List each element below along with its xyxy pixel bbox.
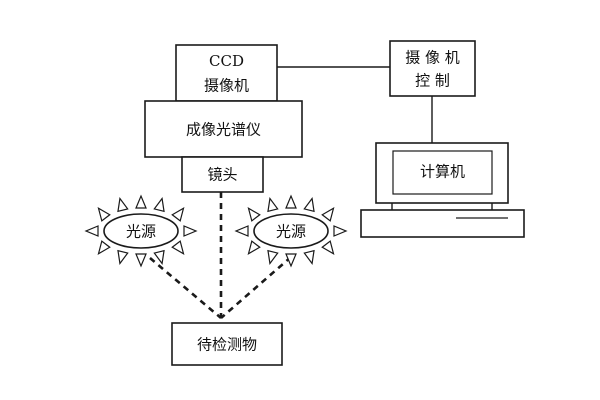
light-ray-icon (153, 196, 165, 213)
light-ray-icon (321, 207, 335, 222)
light-source-right-bulb (253, 213, 329, 249)
lens-box: 镜头 (181, 156, 264, 193)
light-ray-icon (321, 240, 335, 255)
ccd-camera-box: CCD 摄像机 (175, 44, 278, 102)
light-source-right-label: 光源 (276, 223, 306, 241)
light-ray-icon (333, 225, 348, 237)
light-ray-icon (97, 240, 111, 255)
computer-base (360, 209, 525, 238)
light-ray-icon (183, 225, 198, 237)
object-under-test-box: 待检测物 (171, 322, 283, 366)
light-ray-icon (117, 249, 129, 266)
light-ray-icon (84, 225, 99, 237)
light-source-left: 光源 (84, 194, 198, 268)
computer-icon: 计算机 (360, 142, 525, 238)
light-ray-icon (285, 253, 297, 268)
light-ray-icon (171, 207, 185, 222)
object-under-test-label: 待检测物 (197, 336, 257, 354)
light-ray-icon (97, 207, 111, 222)
light-ray-icon (153, 249, 165, 266)
light-ray-icon (234, 225, 249, 237)
light-source-left-bulb (103, 213, 179, 249)
lens-label: 镜头 (207, 166, 237, 184)
camera-control-box: 摄 像 机 控 制 (389, 40, 476, 97)
light-ray-icon (171, 240, 185, 255)
light-ray-icon (135, 194, 147, 209)
computer-label: 计算机 (420, 163, 465, 181)
light-ray-icon (135, 253, 147, 268)
light-ray-icon (267, 249, 279, 266)
ccd-camera-label-line2: 摄像机 (204, 77, 249, 95)
camera-control-label-line2: 控 制 (415, 72, 450, 90)
light-ray-icon (303, 249, 315, 266)
light-ray-icon (303, 196, 315, 213)
light-source-right: 光源 (234, 194, 348, 268)
imaging-spectrometer-label: 成像光谱仪 (186, 121, 261, 139)
computer-screen (392, 150, 493, 195)
right-light-to-object-path (220, 256, 292, 319)
light-ray-icon (267, 196, 279, 213)
light-source-left-label: 光源 (126, 223, 156, 241)
left-light-to-object-path (149, 257, 222, 319)
light-ray-icon (117, 196, 129, 213)
light-ray-icon (247, 240, 261, 255)
light-ray-icon (285, 194, 297, 209)
light-ray-icon (247, 207, 261, 222)
camera-control-label-line1: 摄 像 机 (405, 49, 460, 67)
ccd-camera-label-line1: CCD (209, 52, 244, 70)
imaging-spectrometer-box: 成像光谱仪 (144, 100, 303, 158)
